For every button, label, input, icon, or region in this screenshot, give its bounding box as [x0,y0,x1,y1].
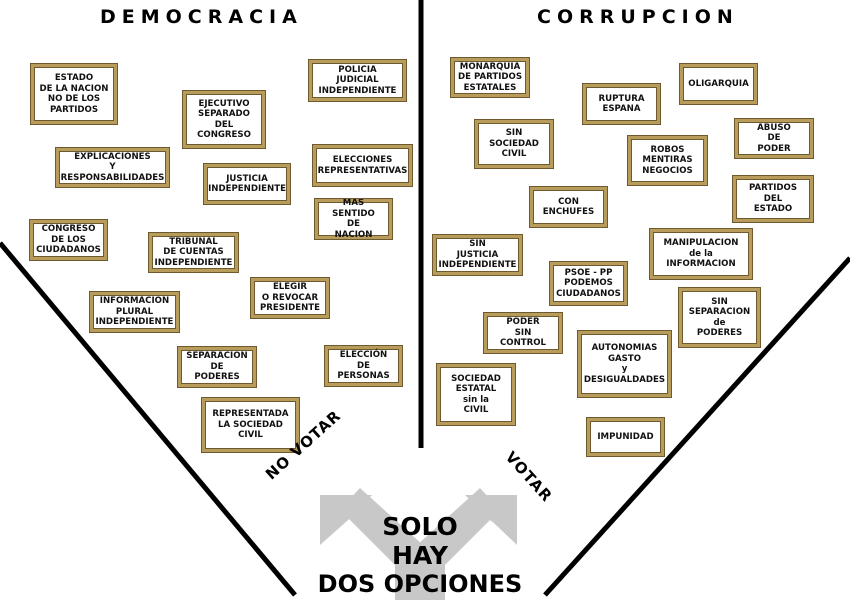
left-concept-box: CONGRESO DE LOS CIUDADANOS [29,219,108,261]
left-concept-box: SEPARACION DE PODERES [177,346,257,388]
left-concept-box: ELEGIR O REVOCAR PRESIDENTE [250,277,330,319]
right-concept-box: SIN JUSTICIA INDEPENDIENTE [432,234,523,276]
corrupcion-title: CORRUPCION [537,6,739,28]
right-concept-box: SOCIEDAD ESTATAL sin la CIVIL [436,363,516,426]
left-funnel-line [0,241,297,597]
left-concept-box: EJECUTIVO SEPARADO DEL CONGRESO [182,90,266,149]
right-concept-box: ROBOS MENTIRAS NEGOCIOS [627,135,708,186]
right-concept-box: IMPUNIDAD [586,417,665,457]
right-concept-box: PSOE - PP PODEMOS CIUDADANOS [549,261,628,306]
right-funnel-line [543,256,850,597]
left-concept-box: ELECCIONES REPRESENTATIVAS [312,144,413,187]
center-text-line-1: SOLO [382,512,458,541]
left-concept-box: POLICIA JUDICIAL INDEPENDIENTE [308,59,407,102]
left-concept-box: TRIBUNAL DE CUENTAS INDEPENDIENTE [148,232,239,273]
right-concept-box: PODER SIN CONTROL [483,312,563,354]
center-text-line-3: DOS OPCIONES [317,570,523,598]
left-concept-box: EXPLICACIONES Y RESPONSABILIDADES [55,147,170,188]
right-concept-box: SIN SEPARACION de PODERES [678,287,761,348]
left-concept-box: INFORMACION PLURAL INDEPENDIENTE [89,291,180,333]
left-concept-box: ELECCIÓN DE PERSONAS [324,345,403,387]
right-concept-box: AUTONOMIAS GASTO y DESIGUALDADES [577,330,672,398]
left-concept-box: ESTADO DE LA NACION NO DE LOS PARTIDOS [30,63,118,125]
right-concept-box: PARTIDOS DEL ESTADO [732,175,814,223]
right-concept-box: ABUSO DE PODER [734,118,814,159]
right-concept-box: SIN SOCIEDAD CIVIL [474,119,554,169]
two-way-arrow-icon [320,488,517,600]
left-concept-box: JUSTICIA INDEPENDIENTE [203,163,291,205]
left-concept-box: MAS SENTIDO DE NACION [314,198,393,240]
center-text-line-2: HAY [392,541,448,570]
right-concept-box: MANIPULACION de la INFORMACION [649,228,753,280]
left-concept-box: REPRESENTADA LA SOCIEDAD CIVIL [201,397,300,453]
right-concept-box: MONARQUIA DE PARTIDOS ESTATALES [450,57,530,98]
right-concept-box: CON ENCHUFES [529,186,608,228]
democracia-title: DEMOCRACIA [100,6,303,28]
right-concept-box: RUPTURA ESPANA [582,83,661,125]
right-concept-box: OLIGARQUIA [679,63,758,105]
